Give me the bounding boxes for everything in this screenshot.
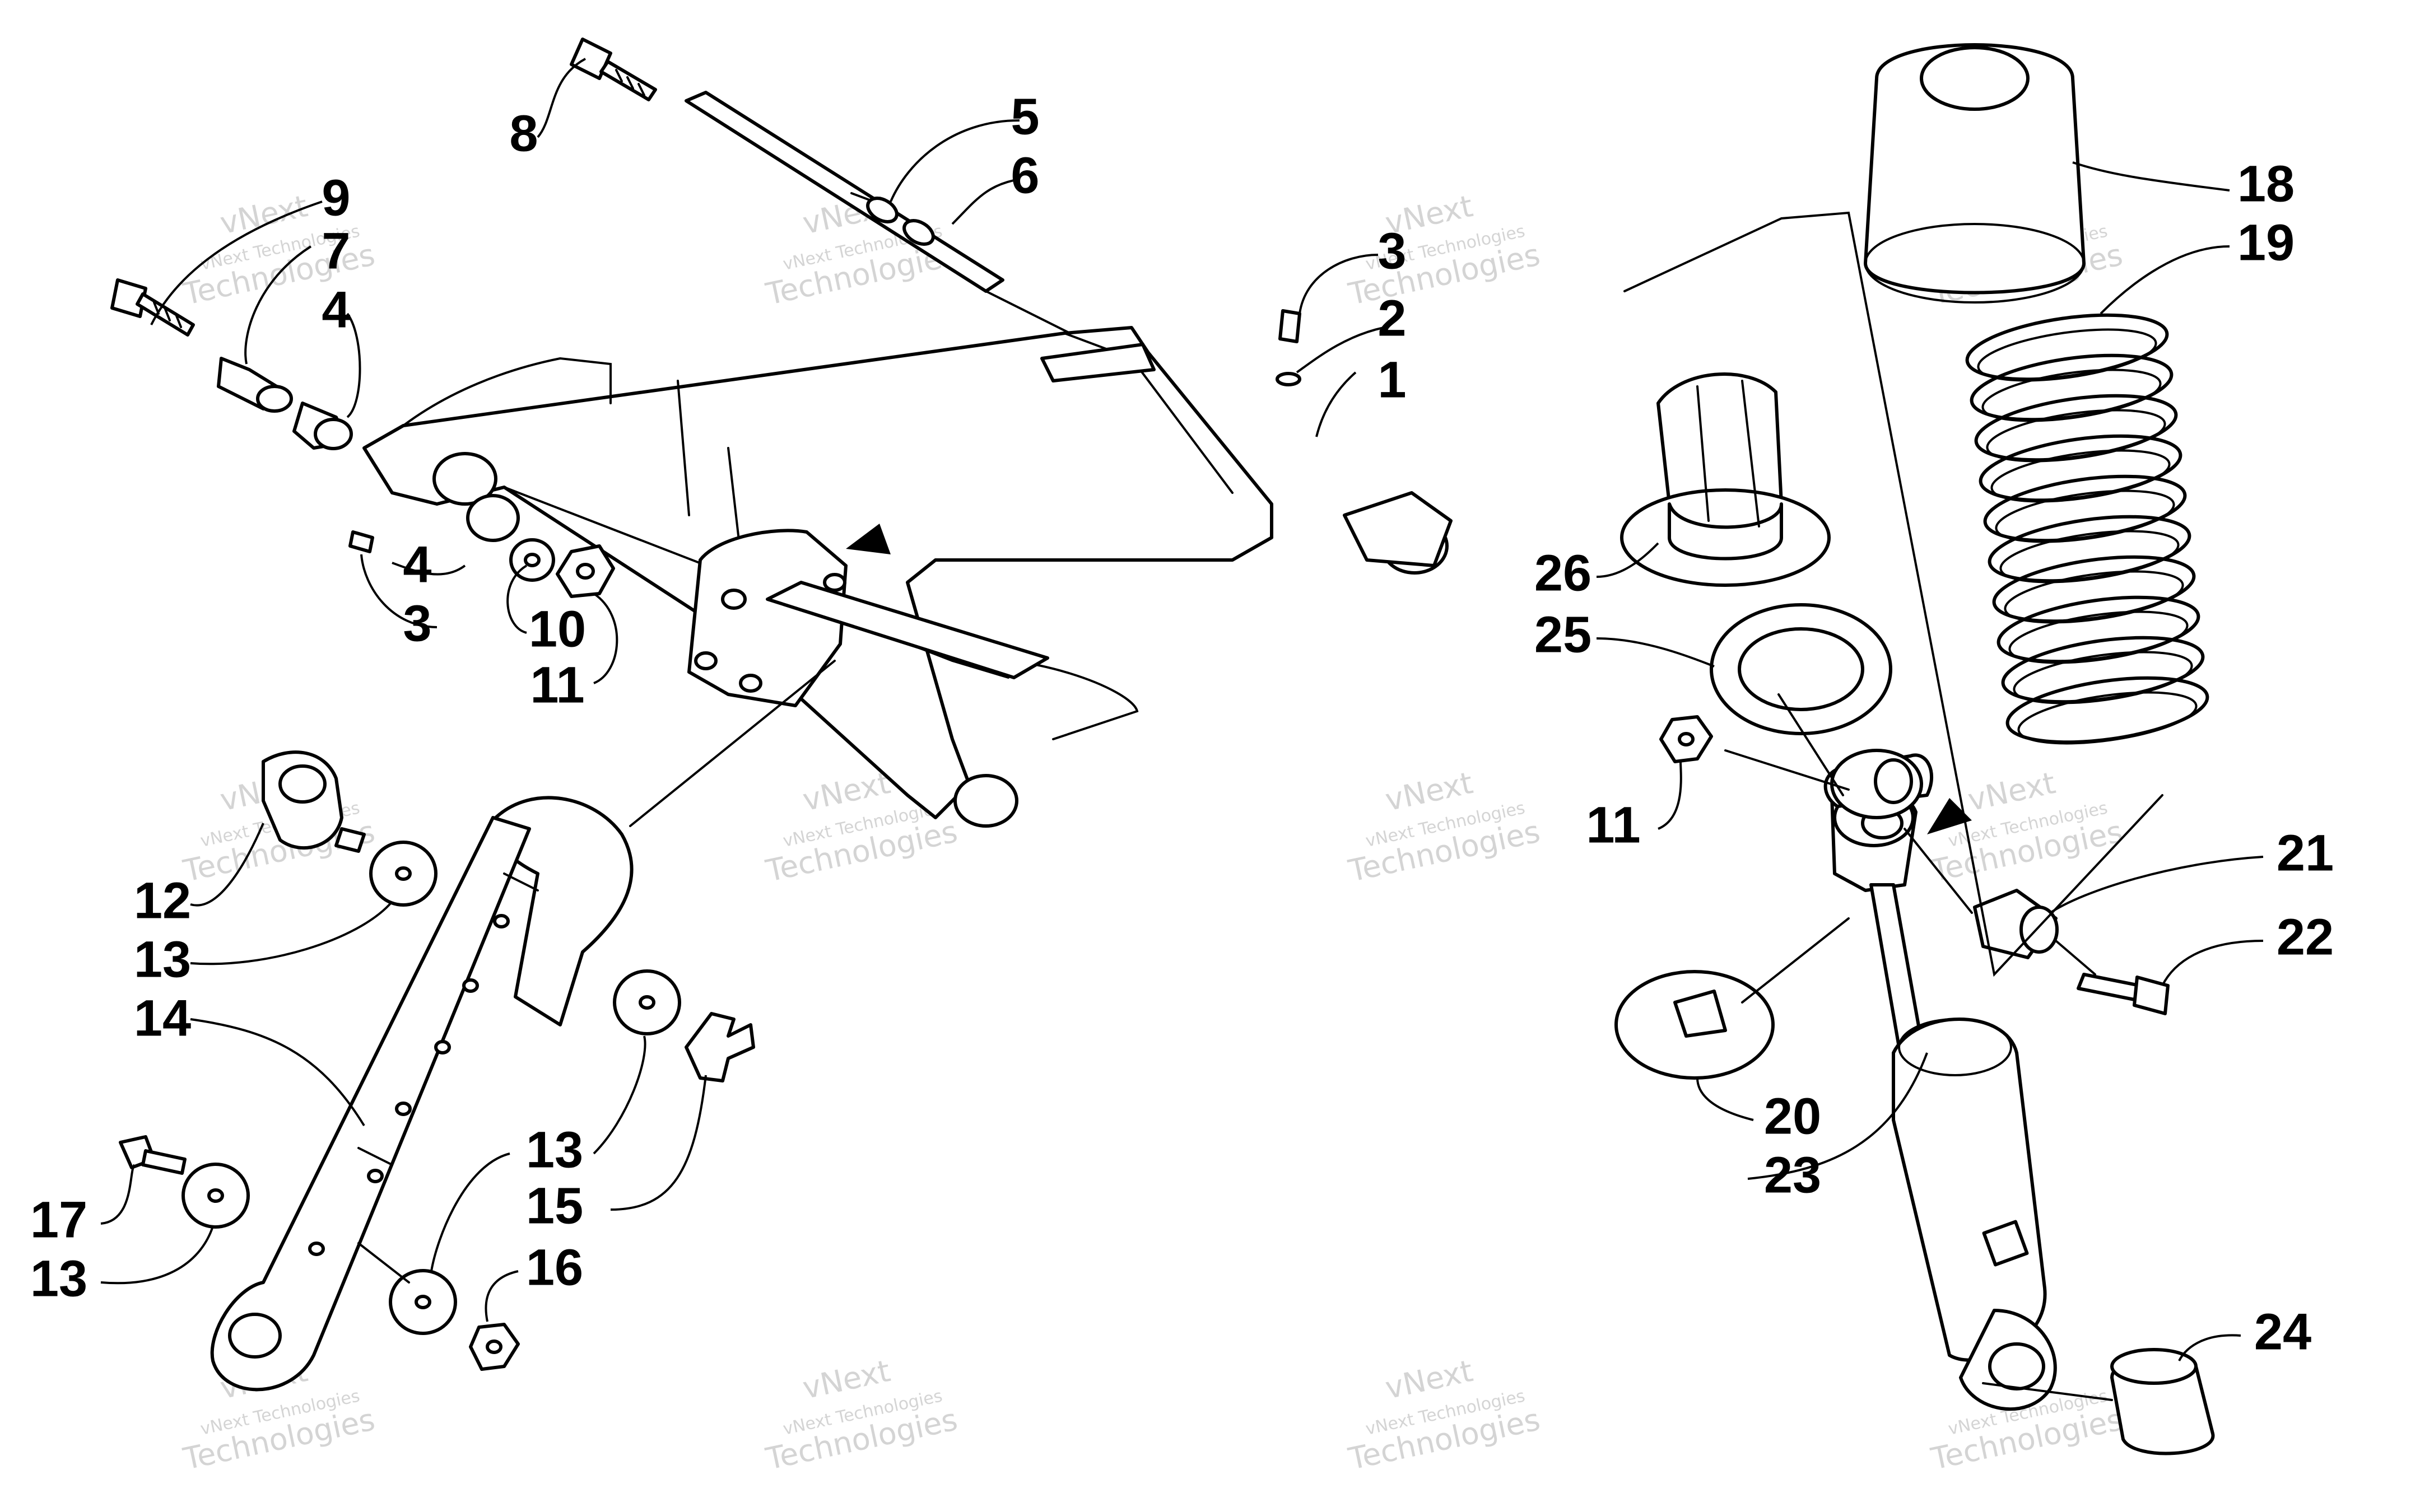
callout-4-top: 4	[322, 281, 350, 338]
bolt-8	[570, 38, 657, 101]
bump-cover	[1864, 43, 2086, 304]
callout-14: 14	[134, 990, 191, 1047]
collar-20	[1614, 970, 1775, 1080]
spring-coil-inner	[1977, 328, 2157, 382]
shock-assembly	[1614, 43, 2215, 1455]
callout-labels: 1 2 3 3 4 4 5 6 7 8 9 10 11 11 12 13 13 …	[30, 88, 2334, 1360]
callout-3-top: 3	[1377, 222, 1406, 279]
bolt-17	[119, 1135, 187, 1175]
bushing-21	[1973, 889, 2059, 959]
limiter-strap	[210, 796, 634, 1392]
callout-16: 16	[526, 1239, 583, 1296]
watermark-brand: vNext	[1382, 765, 1476, 818]
callout-4-lower: 4	[403, 536, 431, 593]
callout-17: 17	[30, 1191, 87, 1248]
washer-25	[1710, 603, 1892, 735]
bushing-24	[2110, 1348, 2215, 1455]
callout-7: 7	[322, 222, 350, 279]
leader-lines	[100, 58, 2264, 1361]
callout-18: 18	[2237, 155, 2295, 212]
nut-16	[469, 1323, 520, 1371]
callout-23: 23	[1764, 1146, 1821, 1203]
callout-15: 15	[526, 1177, 583, 1234]
grease-fitting-top	[1276, 309, 1301, 386]
spring-coil-inner	[2008, 610, 2189, 664]
callout-3-left: 3	[403, 595, 431, 652]
callout-10: 10	[529, 600, 586, 657]
callout-5: 5	[1011, 88, 1039, 145]
watermark-brand: vNext	[1965, 765, 2058, 818]
callout-13-c: 13	[30, 1250, 87, 1307]
callout-25: 25	[1534, 606, 1591, 663]
callout-1: 1	[1377, 351, 1406, 408]
spring-coil-inner	[2017, 691, 2198, 745]
callout-20: 20	[1764, 1088, 1821, 1145]
spring-coil-inner	[2004, 570, 2184, 624]
callout-2: 2	[1377, 290, 1406, 347]
spring-coil-inner	[1981, 368, 2162, 422]
mounting-plate	[687, 524, 1049, 707]
coil-spring	[1965, 313, 2209, 745]
watermark-brand: vNext	[799, 765, 893, 818]
pivot-shaft	[685, 91, 1088, 343]
callout-21: 21	[2277, 824, 2334, 881]
bolt-9	[110, 278, 195, 337]
swing-arm-assembly	[110, 38, 1453, 1392]
callout-24: 24	[2254, 1303, 2311, 1360]
washers-13	[182, 841, 681, 1335]
bushings	[217, 357, 353, 450]
watermark-brand: vNext	[799, 1353, 893, 1406]
callout-9: 9	[322, 169, 350, 226]
adjuster-knob	[262, 750, 366, 853]
watermark-brand: vNext	[217, 188, 310, 241]
callout-6: 6	[1011, 147, 1039, 204]
spring-coil-inner	[1995, 489, 2175, 543]
callout-13-a: 13	[134, 931, 191, 988]
bolt-22	[2077, 973, 2170, 1015]
callout-11-left: 11	[530, 656, 584, 713]
callout-22: 22	[2277, 908, 2334, 965]
spring-coil-inner	[1986, 409, 2166, 463]
callout-19: 19	[2237, 214, 2295, 271]
spring-coil-inner	[2013, 651, 2193, 704]
spring-coil-inner	[1990, 449, 2171, 503]
wing-nut	[685, 1012, 755, 1082]
shock-eye-top	[1823, 749, 1972, 834]
callout-11-right: 11	[1586, 796, 1640, 853]
spring-coil-inner	[1999, 530, 2180, 584]
callout-8: 8	[509, 105, 538, 162]
callout-12: 12	[134, 872, 191, 929]
watermark-brand: vNext	[1382, 1353, 1476, 1406]
callout-13-b: 13	[526, 1121, 583, 1178]
spring-seat	[1620, 372, 1831, 587]
hardware-left	[348, 494, 615, 598]
callout-26: 26	[1534, 544, 1591, 601]
nut-11-right	[1659, 715, 1713, 763]
